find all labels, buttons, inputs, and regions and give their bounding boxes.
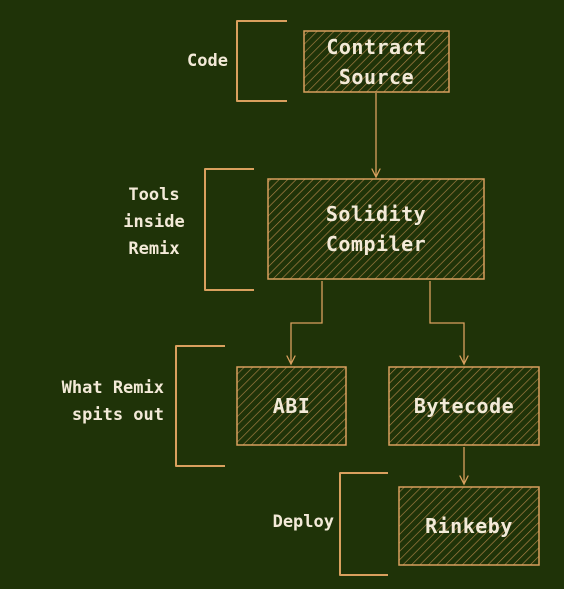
label-deploy: Deploy — [230, 509, 334, 536]
arrow-compiler-to-abi — [290, 281, 323, 363]
bracket-deploy — [339, 472, 388, 576]
box-contract-source — [303, 30, 450, 93]
label-tools-line-1: Tools — [128, 185, 180, 205]
box-bytecode — [388, 366, 540, 446]
label-tools-line-3: Remix — [128, 239, 180, 259]
arrowhead-compiler — [371, 168, 381, 179]
label-what-remix-spits-out: What Remix spits out — [14, 375, 164, 429]
box-solidity-compiler — [267, 178, 485, 280]
box-abi — [236, 366, 347, 446]
bracket-output — [175, 345, 225, 467]
bracket-code — [236, 20, 287, 102]
label-output-line-2: spits out — [71, 405, 164, 425]
label-deploy-line-1: Deploy — [272, 512, 334, 532]
arrowhead-abi — [286, 355, 296, 366]
arrowhead-bytecode — [459, 355, 469, 366]
label-code-line-1: Code — [187, 51, 228, 71]
label-tools-inside-remix: Tools inside Remix — [104, 182, 204, 263]
label-code: Code — [160, 48, 228, 75]
arrow-compiler-to-bytecode — [429, 281, 465, 363]
arrowhead-rinkeby — [459, 475, 469, 486]
label-output-line-1: What Remix — [61, 378, 164, 398]
box-rinkeby — [398, 486, 540, 566]
bracket-tools — [204, 168, 254, 291]
label-tools-line-2: inside — [123, 212, 185, 232]
